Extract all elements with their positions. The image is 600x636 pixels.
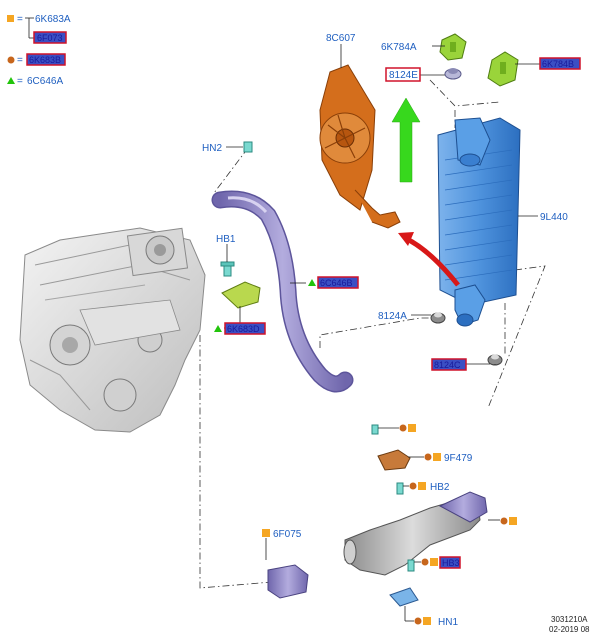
- legend-circle-code: 6K683B: [29, 55, 61, 65]
- red-arrow: [398, 232, 460, 287]
- callout-9L440: 9L440: [540, 212, 568, 223]
- callout-6K784B-box: [539, 57, 581, 70]
- callout-8124C: 8124C: [434, 360, 461, 370]
- callout-HN2: HN2: [202, 143, 222, 154]
- small-fasteners-image: [371, 424, 419, 607]
- callout-6C646B-box: [317, 276, 359, 289]
- bracket-9F479-image: [377, 449, 411, 471]
- callout-6K784A: 6K784A: [381, 42, 417, 53]
- legend-circle-code-box: [26, 53, 66, 66]
- callout-8124E-box: [385, 67, 421, 82]
- grommet-8124C-image: [487, 354, 503, 366]
- grommet-8124E-image: [444, 68, 462, 80]
- legend-equals-circle: =: [17, 55, 23, 66]
- legend-equals-triangle: =: [17, 76, 23, 87]
- bolt-HB1-image: [220, 261, 235, 277]
- legend: = 6K683A 6F073 = 6K683B = 6C646A: [7, 14, 71, 87]
- legend-equals-square: =: [17, 14, 23, 25]
- callout-labels: 8C607 6K784A 8124E 6K784B HN2 HB1 9L440 …: [202, 33, 581, 628]
- callout-HN1: HN1: [438, 617, 458, 628]
- legend-square-marker: [7, 15, 14, 22]
- legend-triangle-marker: [7, 77, 15, 84]
- bracket-6K784A-image: [439, 33, 467, 61]
- lower-duct-image: [267, 491, 488, 599]
- callout-6F075: 6F075: [273, 529, 302, 540]
- callout-6K683D-box: [224, 322, 266, 335]
- callout-8124C-box: [431, 358, 467, 371]
- grommet-8124A-image: [430, 312, 446, 324]
- callout-8124E: 8124E: [389, 70, 418, 81]
- footer-date: 02-2019 08: [549, 625, 590, 634]
- footer: 3031210A 02-2019 08: [549, 615, 590, 634]
- bracket-6K784B-image: [487, 51, 519, 87]
- callout-HB3-box: [439, 556, 461, 569]
- callout-HB3: HB3: [442, 558, 460, 568]
- callout-markers: [214, 279, 517, 625]
- intercooler-image: [437, 117, 521, 327]
- callout-8124A: 8124A: [378, 311, 407, 322]
- callout-6K784B: 6K784B: [542, 59, 574, 69]
- engine-block-image: [19, 227, 206, 433]
- callout-HB2: HB2: [430, 482, 450, 493]
- legend-square-code-red-box: [33, 31, 67, 44]
- hose-bracket-image: [221, 281, 261, 309]
- callout-6K683D: 6K683D: [227, 324, 260, 334]
- legend-circle-marker: [7, 56, 15, 64]
- intake-hose-upper-image: [211, 190, 354, 393]
- callout-8C607: 8C607: [326, 33, 356, 44]
- footer-code: 3031210A: [551, 615, 588, 624]
- legend-square-code-red: 6F073: [37, 33, 63, 43]
- cooling-fan-image: [319, 64, 401, 229]
- callout-9F479: 9F479: [444, 453, 473, 464]
- legend-triangle-code: 6C646A: [27, 76, 63, 87]
- green-arrow: [391, 97, 421, 183]
- bolt-HN2-image: [243, 141, 253, 153]
- legend-square-code: 6K683A: [35, 14, 71, 25]
- callout-HB1: HB1: [216, 234, 236, 245]
- callout-6C646B: 6C646B: [320, 278, 353, 288]
